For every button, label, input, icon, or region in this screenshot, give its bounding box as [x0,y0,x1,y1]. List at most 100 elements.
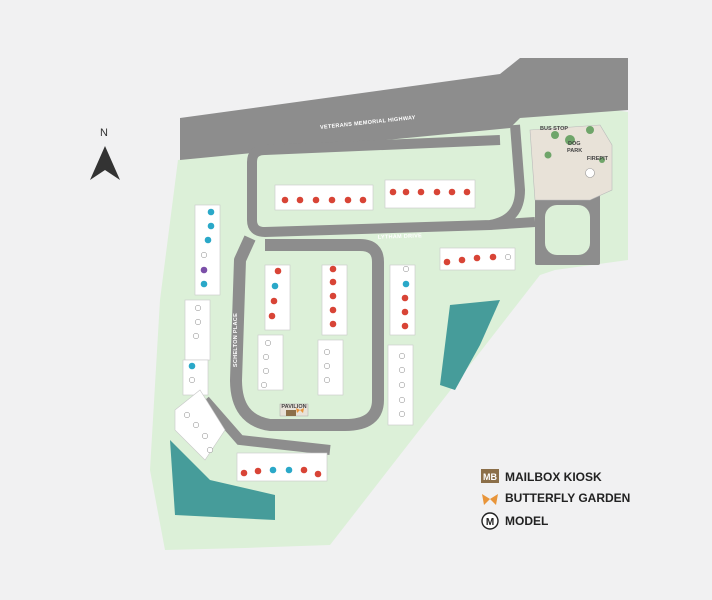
north-arrow: N [90,127,120,180]
sold-lot-marker[interactable] [433,188,441,196]
model-lot-marker[interactable] [269,466,277,474]
sold-lot-marker[interactable] [463,188,471,196]
sold-lot-marker[interactable] [274,267,282,275]
sold-lot-marker[interactable] [473,254,481,262]
available-lot-marker[interactable] [323,348,331,356]
parking-lot [535,195,600,265]
available-lot-marker[interactable] [398,410,406,418]
north-label: N [100,127,108,139]
bus-stop-label: BUS STOP [540,126,568,132]
sold-lot-marker[interactable] [448,188,456,196]
bottom-road [201,396,331,455]
available-lot-marker[interactable] [194,318,202,326]
legend-model-label: MODEL [505,514,548,528]
sold-lot-marker[interactable] [329,265,337,273]
sold-lot-marker[interactable] [359,196,367,204]
main-loop-road [230,235,384,431]
sold-lot-marker[interactable] [240,469,248,477]
sold-lot-marker[interactable] [329,306,337,314]
available-lot-marker[interactable] [200,251,208,259]
available-lot-marker[interactable] [264,339,272,347]
dog-park-label-1: DOG [568,141,581,147]
sold-lot-marker[interactable] [300,466,308,474]
model-lot-marker[interactable] [204,236,212,244]
sold-lot-marker[interactable] [458,256,466,264]
model-lot-marker[interactable] [207,222,215,230]
available-lot-marker[interactable] [260,381,268,389]
available-lot-marker[interactable] [192,332,200,340]
available-lot-marker[interactable] [398,396,406,404]
special-lot-marker[interactable] [200,266,208,274]
sold-lot-marker[interactable] [329,292,337,300]
model-icon [481,512,499,530]
available-lot-marker[interactable] [402,265,410,273]
sold-lot-marker[interactable] [270,297,278,305]
lytham-drive-connector [489,217,536,230]
available-lot-marker[interactable] [323,362,331,370]
sold-lot-marker[interactable] [329,320,337,328]
schelton-place-label: SCHELTON PLACE [233,313,239,367]
sold-lot-marker[interactable] [281,196,289,204]
model-lot-marker[interactable] [200,280,208,288]
model-lot-marker[interactable] [188,362,196,370]
model-lot-marker[interactable] [285,466,293,474]
sold-lot-marker[interactable] [402,188,410,196]
sold-lot-marker[interactable] [268,312,276,320]
available-lot-marker[interactable] [398,366,406,374]
available-lot-marker[interactable] [398,352,406,360]
pavilion-butterfly-icon [296,408,304,413]
lytham-drive [247,124,525,237]
available-lot-marker[interactable] [194,304,202,312]
firepit-label: FIREPIT [587,156,609,162]
available-lot-marker[interactable] [188,376,196,384]
sold-lot-marker[interactable] [401,294,409,302]
sold-lot-marker[interactable] [312,196,320,204]
available-lot-marker[interactable] [504,253,512,261]
lot-status-dots [183,188,512,478]
pavilion-mailbox-icon [286,410,296,416]
dog-park: BUS STOP DOG PARK FIREPIT [529,124,613,201]
lots-west [174,204,226,461]
sold-lot-marker[interactable] [401,308,409,316]
pavilion[interactable]: PAVILION [279,403,309,417]
available-lot-marker[interactable] [398,381,406,389]
available-lot-marker[interactable] [183,411,191,419]
lots-south [236,452,328,482]
available-lot-marker[interactable] [323,376,331,384]
mailbox-kiosk-icon [481,469,499,483]
pavilion-label: PAVILION [281,404,306,410]
legend-butterfly-label: BUTTERFLY GARDEN [505,491,630,505]
sold-lot-marker[interactable] [329,278,337,286]
available-lot-marker[interactable] [192,421,200,429]
model-lot-marker[interactable] [207,208,215,216]
sold-lot-marker[interactable] [489,253,497,261]
model-lot-marker[interactable] [271,282,279,290]
sold-lot-marker[interactable] [417,188,425,196]
sold-lot-marker[interactable] [443,258,451,266]
lytham-drive-label: LYTHAM DRIVE [378,233,423,241]
sold-lot-marker[interactable] [296,196,304,204]
sold-lot-marker[interactable] [401,322,409,330]
sold-lot-marker[interactable] [314,470,322,478]
available-lot-marker[interactable] [206,446,214,454]
sold-lot-marker[interactable] [254,467,262,475]
available-lot-marker[interactable] [262,353,270,361]
veterans-memorial-highway [180,58,628,160]
legend: MB MAILBOX KIOSK BUTTERFLY GARDEN M MODE… [481,469,630,530]
dog-park-label-2: PARK [567,148,582,154]
model-lot-marker[interactable] [402,280,410,288]
north-arrow-icon [90,146,120,180]
butterfly-icon [482,494,498,505]
legend-mailbox-label: MAILBOX KIOSK [505,470,602,484]
sold-lot-marker[interactable] [328,196,336,204]
available-lot-marker[interactable] [262,367,270,375]
pond-east [440,300,500,390]
model-badge: M [486,517,494,528]
sold-lot-marker[interactable] [344,196,352,204]
mailbox-kiosk-badge: MB [483,472,497,482]
lots-center [257,264,416,426]
sold-lot-marker[interactable] [389,188,397,196]
lots-top-row [274,179,476,211]
available-lot-marker[interactable] [201,432,209,440]
